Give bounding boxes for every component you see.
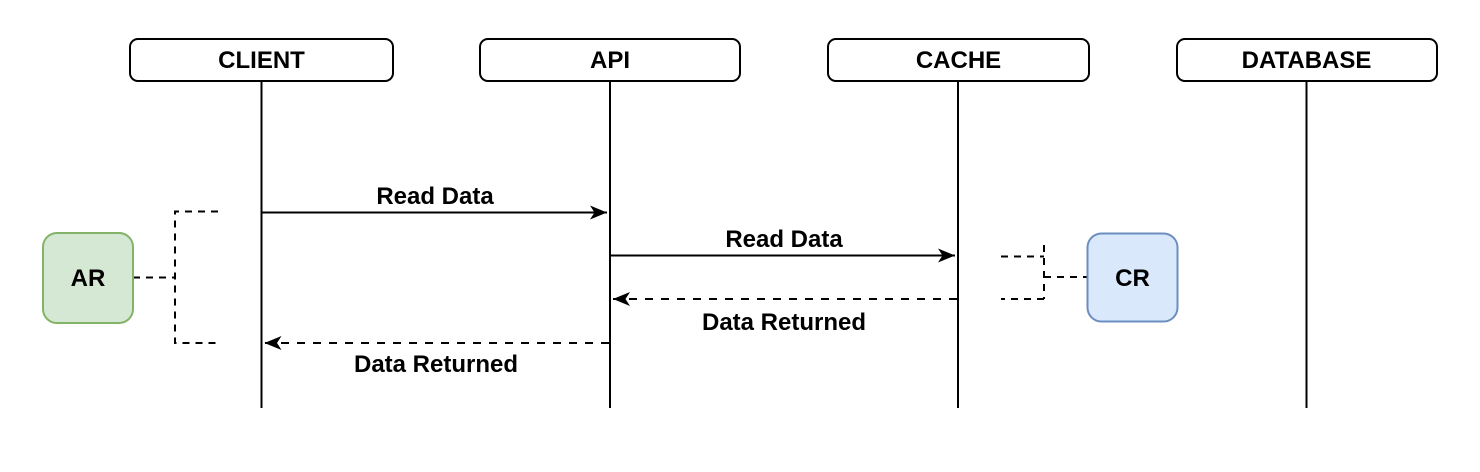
message-label: Read Data bbox=[725, 226, 843, 253]
annotation-cr: CR bbox=[1001, 232, 1179, 323]
actor-label-client: CLIENT bbox=[218, 47, 305, 74]
actor-cache: CACHE bbox=[827, 38, 1090, 82]
actor-box-database bbox=[1176, 38, 1438, 82]
actor-box-api bbox=[479, 38, 741, 82]
annotation-ar: AR bbox=[42, 210, 218, 344]
ar-box bbox=[42, 232, 134, 324]
message-label: Data Returned bbox=[702, 309, 866, 336]
actor-box-client bbox=[129, 38, 394, 82]
actor-client: CLIENT bbox=[129, 38, 394, 82]
actor-label-cache: CACHE bbox=[916, 47, 1001, 74]
actor-api: API bbox=[479, 38, 741, 82]
message-label: Data Returned bbox=[354, 351, 518, 378]
ar-span-bracket bbox=[174, 210, 218, 344]
message-read-data-client-api: Read Data bbox=[262, 183, 607, 220]
cr-label: CR bbox=[1115, 265, 1150, 292]
ar-label: AR bbox=[71, 265, 106, 292]
actor-database: DATABASE bbox=[1176, 38, 1438, 82]
actor-label-database: DATABASE bbox=[1242, 47, 1372, 74]
message-label: Read Data bbox=[376, 183, 494, 210]
cr-box bbox=[1086, 232, 1179, 323]
actor-box-cache bbox=[827, 38, 1090, 82]
message-data-returned-cache-api: Data Returned bbox=[613, 292, 957, 336]
cr-span-bracket bbox=[1001, 245, 1045, 300]
actor-label-api: API bbox=[590, 47, 630, 74]
message-read-data-api-cache: Read Data bbox=[611, 226, 955, 263]
message-data-returned-api-client: Data Returned bbox=[264, 336, 609, 378]
